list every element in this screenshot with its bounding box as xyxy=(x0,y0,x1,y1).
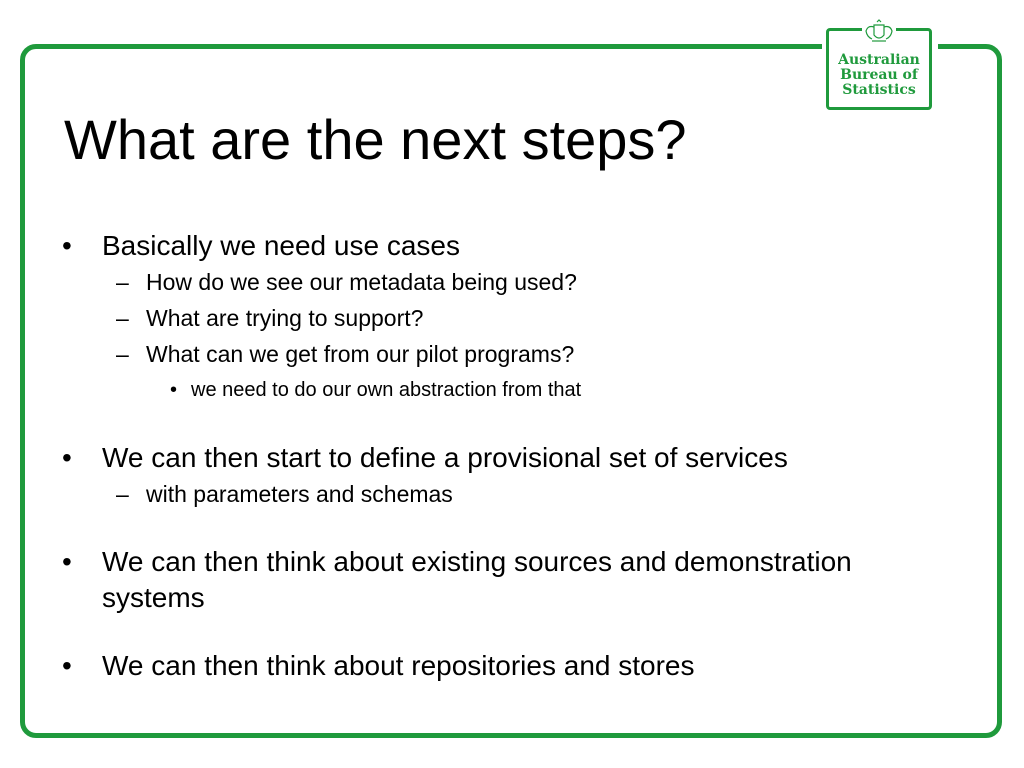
bullet-item: • We can then think about existing sourc… xyxy=(60,544,960,616)
bullet-item: • We can then start to define a provisio… xyxy=(60,440,960,476)
bullet-marker: • xyxy=(62,442,72,473)
abs-logo: Australian Bureau of Statistics xyxy=(822,19,938,114)
bullet-marker: • xyxy=(62,230,72,261)
dash-marker: – xyxy=(116,269,129,295)
bullet-list: • Basically we need use cases – How do w… xyxy=(60,228,960,684)
sub-bullet-text: with parameters and schemas xyxy=(146,481,453,507)
dash-marker: – xyxy=(116,305,129,331)
bullet-marker: • xyxy=(62,546,72,577)
bullet-text: We can then start to define a provisiona… xyxy=(102,442,788,473)
sub-sub-bullet-text: we need to do our own abstraction from t… xyxy=(191,379,582,401)
spacer xyxy=(60,408,960,440)
bullet-text: We can then think about repositories and… xyxy=(102,650,695,681)
bullet-text: Basically we need use cases xyxy=(102,230,460,261)
spacer xyxy=(60,616,960,648)
sub-bullet-text: What are trying to support? xyxy=(146,305,424,331)
dash-marker: – xyxy=(116,341,129,367)
sub-bullet-item: – What can we get from our pilot program… xyxy=(60,336,960,372)
logo-line-1: Australian xyxy=(838,52,920,68)
logo-line-3: Statistics xyxy=(842,82,916,98)
sub-bullet-text: What can we get from our pilot programs? xyxy=(146,341,575,367)
spacer xyxy=(60,512,960,544)
logo-text: Australian Bureau of Statistics xyxy=(829,53,929,98)
sub-bullet-item: – with parameters and schemas xyxy=(60,476,960,512)
slide-title: What are the next steps? xyxy=(64,108,687,171)
sub-sub-bullet-item: • we need to do our own abstraction from… xyxy=(60,372,960,408)
dash-marker: – xyxy=(116,481,129,507)
logo-border: Australian Bureau of Statistics xyxy=(826,19,932,110)
bullet-item: • We can then think about repositories a… xyxy=(60,648,960,684)
bullet-marker: • xyxy=(170,379,178,401)
coat-of-arms-icon xyxy=(862,19,896,45)
bullet-item: • Basically we need use cases xyxy=(60,228,960,264)
sub-bullet-item: – How do we see our metadata being used? xyxy=(60,264,960,300)
sub-bullet-item: – What are trying to support? xyxy=(60,300,960,336)
sub-bullet-text: How do we see our metadata being used? xyxy=(146,269,577,295)
slide-frame xyxy=(20,44,1002,738)
logo-line-2: Bureau of xyxy=(840,67,918,83)
bullet-text: We can then think about existing sources… xyxy=(102,546,852,613)
bullet-marker: • xyxy=(62,650,72,681)
